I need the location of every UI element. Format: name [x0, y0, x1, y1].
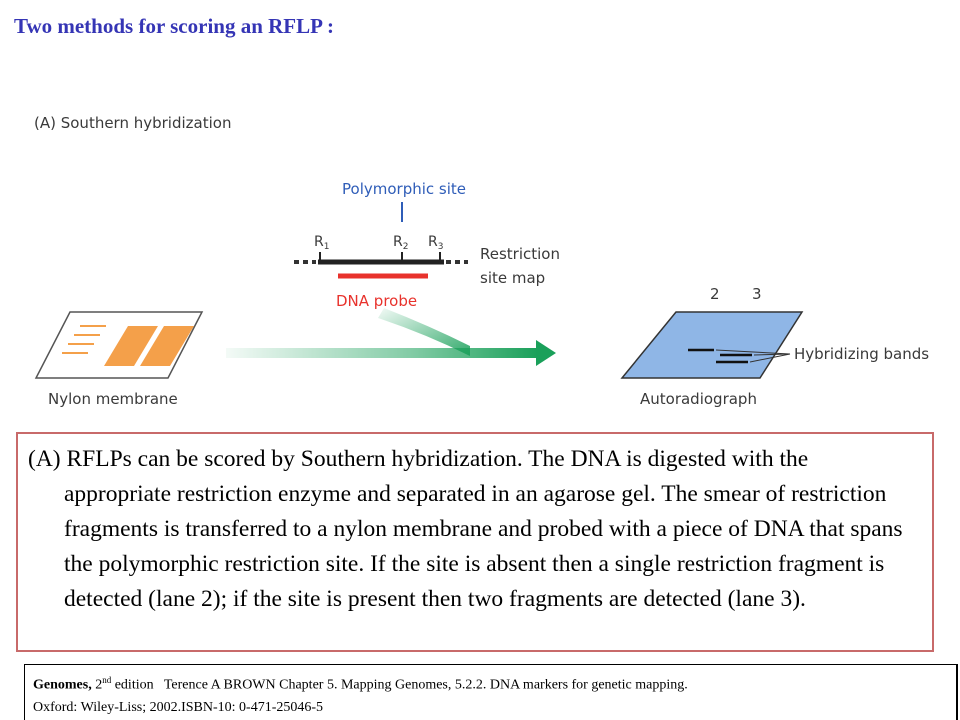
reference-edition-rest: edition: [114, 677, 154, 693]
panel-label: (A) Southern hybridization: [34, 114, 231, 132]
bands-label: Hybridizing bands: [794, 345, 929, 363]
restriction-label-line1: Restriction: [480, 245, 560, 263]
reference-book: Genomes,: [33, 677, 92, 693]
restriction-label-line2: site map: [480, 269, 545, 287]
bands-pointer: [715, 349, 791, 355]
probe-curve-arrow: [378, 308, 470, 356]
reference-citation: Terence A BROWN Chapter 5. Mapping Genom…: [163, 677, 688, 693]
lane-label-2: 2: [710, 285, 720, 303]
bands-pointer: [753, 353, 791, 356]
polymorphic-site-label: Polymorphic site: [342, 180, 466, 198]
caption-text: (A) RFLPs can be scored by Southern hybr…: [28, 446, 903, 612]
membrane-band-lane-3: [140, 326, 194, 366]
bands-pointer: [749, 353, 791, 363]
reference-line-1: Genomes, 2nd edition Terence A BROWN Cha…: [33, 669, 948, 697]
autoradiograph-label: Autoradiograph: [640, 390, 757, 408]
slide-title: Two methods for scoring an RFLP :: [14, 14, 335, 38]
reference-box: Genomes, 2nd edition Terence A BROWN Cha…: [24, 664, 958, 720]
membrane-label: Nylon membrane: [48, 390, 178, 408]
site-label-r2: R2: [393, 234, 408, 252]
flow-arrow-shaft: [226, 348, 538, 358]
site-label-r1: R1: [314, 234, 329, 252]
reference-edition-num: 2: [95, 677, 103, 693]
autoradiograph: [620, 311, 804, 379]
dna-probe-label: DNA probe: [336, 292, 417, 310]
site-label-r3: R3: [428, 234, 443, 252]
reference-edition-sup: nd: [102, 675, 112, 685]
caption-box: (A) RFLPs can be scored by Southern hybr…: [16, 432, 934, 652]
southern-hybridization-figure: (A) Southern hybridization Polymorphic s…: [34, 114, 929, 408]
lane-label-3: 3: [752, 285, 762, 303]
reference-line-2: Oxford: Wiley-Liss; 2002.ISBN-10: 0-471-…: [33, 699, 324, 715]
membrane-band-lane-2: [104, 326, 158, 366]
flow-arrow-head: [536, 340, 556, 366]
